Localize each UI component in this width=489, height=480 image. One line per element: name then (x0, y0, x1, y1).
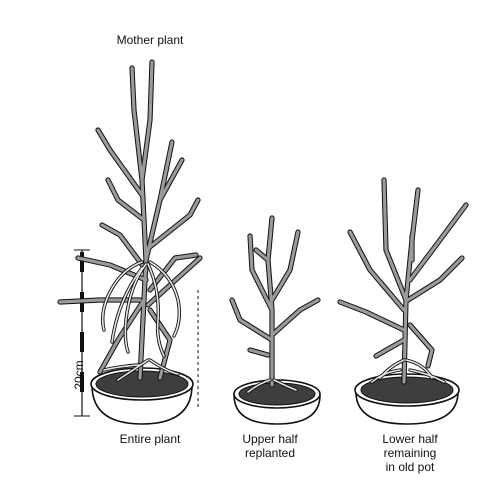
roots-lower-half (370, 358, 446, 384)
stems-mother-plant (57, 59, 203, 381)
upper-half-plant (229, 215, 321, 425)
stems-lower-half (337, 177, 469, 385)
entire-plant (57, 59, 203, 425)
label-upper-half: Upper half replanted (220, 432, 320, 460)
lower-half-plant (337, 177, 469, 425)
label-lower-half-line-1: Lower half (382, 432, 438, 446)
label-lower-half-line-3: in old pot (385, 460, 435, 474)
label-mother-plant: Mother plant (116, 33, 184, 47)
pot-soil (360, 376, 454, 404)
pot-soil (238, 382, 316, 406)
label-upper-half-line-1: Upper half (242, 432, 298, 446)
label-entire-plant: Entire plant (119, 432, 181, 446)
label-lower-half-line-2: remaining (383, 446, 437, 460)
label-lower-half: Lower half remaining in old pot (360, 432, 460, 474)
stems-upper-half (229, 215, 321, 388)
roots-upper-half (246, 378, 298, 394)
label-scale: 20cm (72, 360, 86, 390)
aerial-roots (100, 260, 182, 382)
label-upper-half-line-2: replanted (244, 446, 296, 460)
